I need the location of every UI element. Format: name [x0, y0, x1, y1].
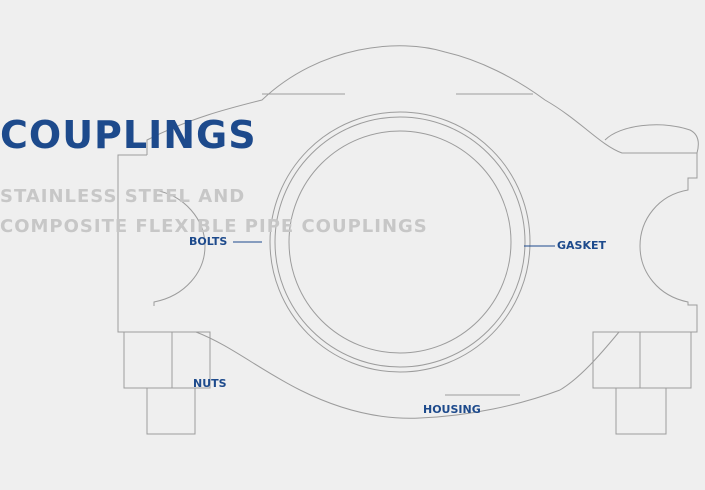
subtitle-line-1: STAINLESS STEEL AND — [0, 186, 246, 207]
housing-upper-outline — [146, 45, 698, 391]
pipe-inner-circle — [288, 130, 512, 354]
pipe-outer-circle — [269, 111, 531, 373]
housing-lower-outline — [299, 389, 561, 419]
left-bolt — [146, 387, 196, 435]
label-bolts: BOLTS — [189, 235, 228, 248]
right-bolt — [615, 387, 667, 435]
page-title: COUPLINGS — [0, 113, 257, 157]
label-gasket: GASKET — [557, 239, 607, 252]
page-subtitle: STAINLESS STEEL AND COMPOSITE FLEXIBLE P… — [0, 182, 428, 242]
housing-right-ear — [604, 124, 699, 154]
right-nut — [592, 331, 692, 389]
subtitle-line-2: COMPOSITE FLEXIBLE PIPE COUPLINGS — [0, 216, 428, 237]
label-housing: HOUSING — [423, 403, 481, 416]
label-nuts: NUTS — [193, 377, 227, 390]
pipe-mid-circle — [274, 116, 526, 368]
left-lug-notch — [153, 189, 206, 306]
